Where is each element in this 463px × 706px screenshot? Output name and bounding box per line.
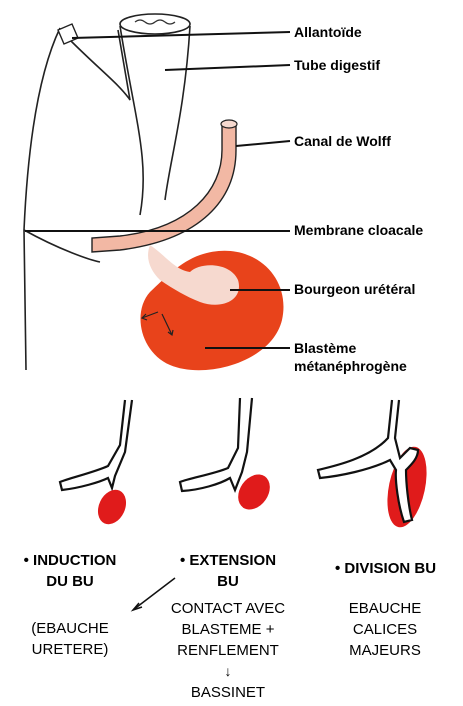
stage1-desc: (EBAUCHE URETERE)	[15, 618, 125, 660]
label-canal-wolff: Canal de Wolff	[294, 132, 391, 150]
stage3-desc-line1: EBAUCHE	[349, 600, 422, 617]
stage2-bullet: •	[180, 552, 185, 569]
stage1-bullet: •	[24, 552, 29, 569]
label-blasteme-line1: Blastème	[294, 339, 356, 357]
label-membrane-cloacale: Membrane cloacale	[294, 221, 423, 239]
stage1-title-line2: DU BU	[46, 573, 94, 590]
allantois-wave	[135, 20, 175, 24]
stage2-desc-line1: CONTACT AVEC	[171, 600, 285, 617]
stage2-title-line2: BU	[217, 573, 239, 590]
stage2-arrow: ↓	[225, 663, 232, 679]
stage2-desc-line3: RENFLEMENT	[177, 642, 279, 659]
wolffian-duct-opening	[221, 120, 237, 128]
stage2-title-line1: EXTENSION	[189, 552, 276, 569]
stage3-desc: EBAUCHE CALICES MAJEURS	[330, 598, 440, 661]
label-bourgeon-ureteral: Bourgeon urétéral	[294, 280, 415, 298]
stage-extension-drawing	[180, 398, 276, 516]
label-blasteme-line2: métanéphrogène	[294, 357, 407, 375]
stage2-title: • EXTENSION BU	[163, 550, 293, 592]
label-allantoide: Allantoïde	[294, 23, 362, 41]
wolffian-duct	[92, 125, 236, 252]
stage3-title-line1: DIVISION BU	[344, 560, 436, 577]
stage2-desc: CONTACT AVEC BLASTEME + RENFLEMENT ↓ BAS…	[158, 598, 298, 703]
stage3-desc-line3: MAJEURS	[349, 642, 421, 659]
stage1-title-line1: INDUCTION	[33, 552, 116, 569]
stage1-desc-line2: URETERE)	[32, 641, 109, 658]
stage2-desc-line2: BLASTEME +	[182, 621, 275, 638]
stage-induction-drawing	[60, 400, 132, 529]
stage3-title: • DIVISION BU	[318, 558, 453, 579]
allantois-stub	[58, 24, 78, 44]
stage3-desc-line2: CALICES	[353, 621, 417, 638]
stage1-title: • INDUCTION DU BU	[15, 550, 125, 592]
stage3-bullet: •	[335, 560, 340, 577]
stage-division-drawing	[318, 400, 433, 531]
stage2-result: BASSINET	[191, 684, 265, 701]
label-tube-digestif: Tube digestif	[294, 56, 380, 74]
stage1-desc-line1: (EBAUCHE	[31, 620, 109, 637]
